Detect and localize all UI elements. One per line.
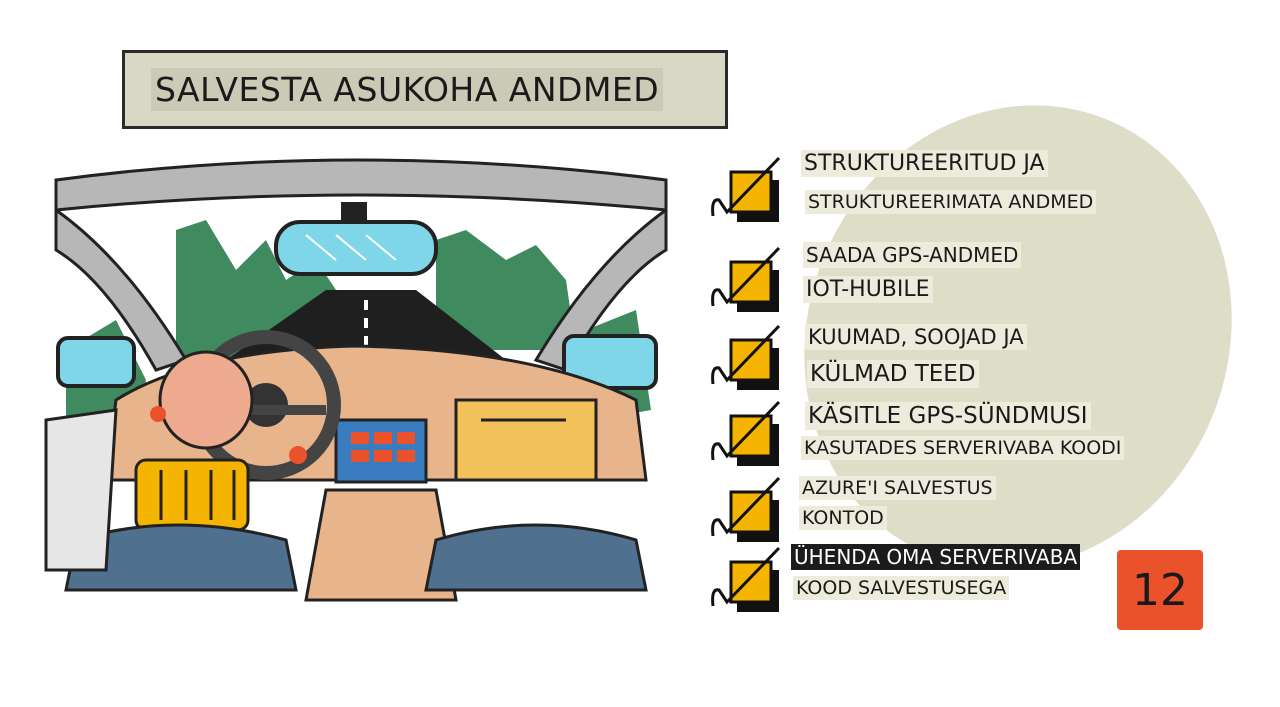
- checkbox-checked-icon: [711, 324, 781, 390]
- checklist-item-line2: IOT-HUBILE: [803, 276, 933, 303]
- checklist-item-line2: KONTOD: [799, 506, 887, 530]
- checkbox-checked-icon: [711, 546, 781, 612]
- checklist-item-line1: KÄSITLE GPS-SÜNDMUSI: [805, 402, 1091, 430]
- lesson-number-badge: 12: [1117, 550, 1203, 630]
- checklist-item-line2: KOOD SALVESTUSEGA: [793, 576, 1010, 600]
- checklist-item-line1: ÜHENDA OMA SERVERIVABA: [791, 544, 1081, 570]
- checklist-item-line1: KUUMAD, SOOJAD JA: [805, 324, 1027, 350]
- checkbox-checked-icon: [711, 246, 781, 312]
- car-interior-illustration: [44, 158, 668, 602]
- checklist: STRUKTUREERITUD JA STRUKTUREERIMATA ANDM…: [705, 150, 1185, 620]
- checkbox-checked-icon: [711, 400, 781, 466]
- checklist-item-line1: AZURE'I SALVESTUS: [799, 476, 996, 500]
- checklist-item-line2: STRUKTUREERIMATA ANDMED: [805, 190, 1097, 214]
- checklist-item-line2: KASUTADES SERVERIVABA KOODI: [801, 436, 1125, 460]
- checklist-item-line2: KÜLMAD TEED: [807, 360, 979, 388]
- checkbox-checked-icon: [711, 156, 781, 222]
- title-banner: SALVESTA ASUKOHA ANDMED: [122, 50, 728, 129]
- checklist-item-line1: SAADA GPS-ANDMED: [803, 242, 1022, 268]
- checklist-item-line1: STRUKTUREERITUD JA: [801, 150, 1048, 177]
- page-title: SALVESTA ASUKOHA ANDMED: [151, 68, 664, 111]
- checkbox-checked-icon: [711, 476, 781, 542]
- lesson-number: 12: [1132, 564, 1188, 616]
